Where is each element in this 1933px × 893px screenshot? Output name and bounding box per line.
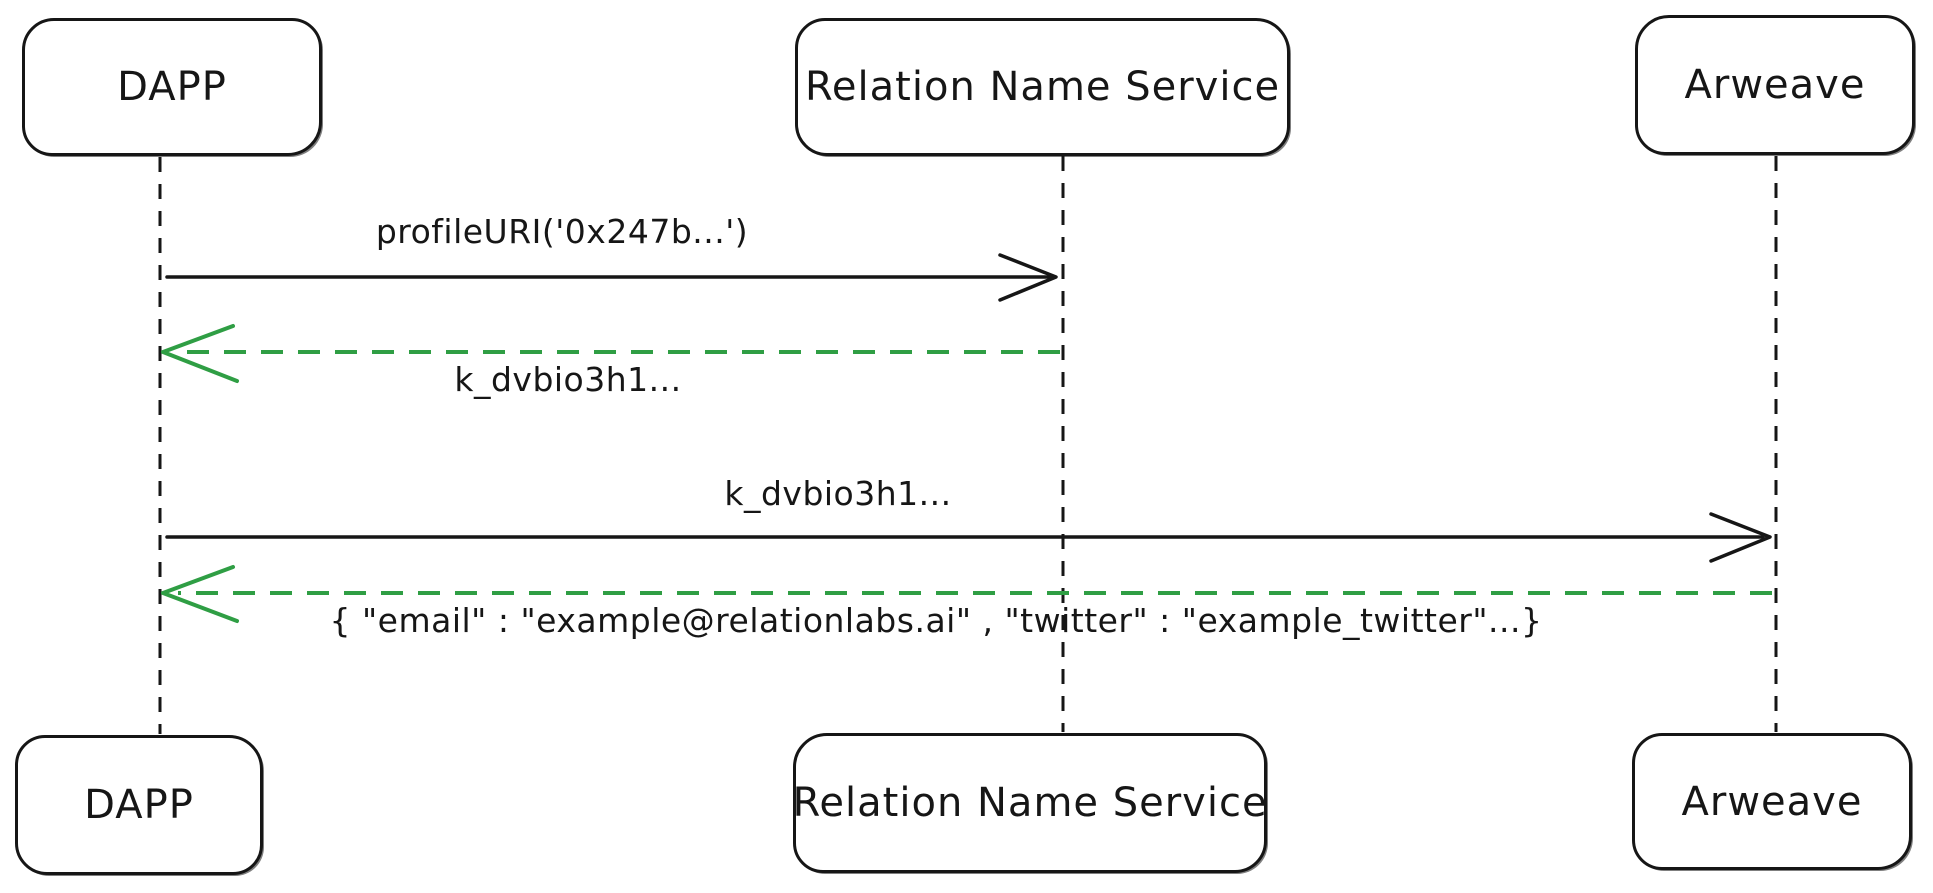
message-3-label: k_dvbio3h1... xyxy=(724,474,952,513)
message-2-label: k_dvbio3h1... xyxy=(454,360,682,399)
participant-label-relation-name-service: Relation Name Service xyxy=(792,780,1268,826)
message-1-label: profileURI('0x247b...') xyxy=(375,212,749,251)
message-3-arrowhead xyxy=(1709,512,1772,563)
participant-bottom-dapp: DAPP xyxy=(15,735,263,875)
message-4-arrowhead xyxy=(161,565,239,623)
message-1-arrowhead xyxy=(998,253,1058,302)
participant-label-dapp: DAPP xyxy=(84,782,194,828)
participant-top-arweave: Arweave xyxy=(1635,15,1915,155)
participant-top-dapp: DAPP xyxy=(22,18,322,156)
participant-label-dapp: DAPP xyxy=(117,64,227,110)
message-2-arrowhead xyxy=(161,324,239,383)
participant-bottom-relation-name-service: Relation Name Service xyxy=(792,733,1268,873)
participant-bottom-arweave: Arweave xyxy=(1632,733,1912,870)
participant-label-arweave: Arweave xyxy=(1684,62,1866,108)
message-4-label: { "email" : "example@relationlabs.ai" , … xyxy=(329,601,1543,640)
participant-label-relation-name-service: Relation Name Service xyxy=(804,64,1281,110)
participant-label-arweave: Arweave xyxy=(1681,778,1863,825)
participant-top-relation-name-service: Relation Name Service xyxy=(795,18,1290,156)
